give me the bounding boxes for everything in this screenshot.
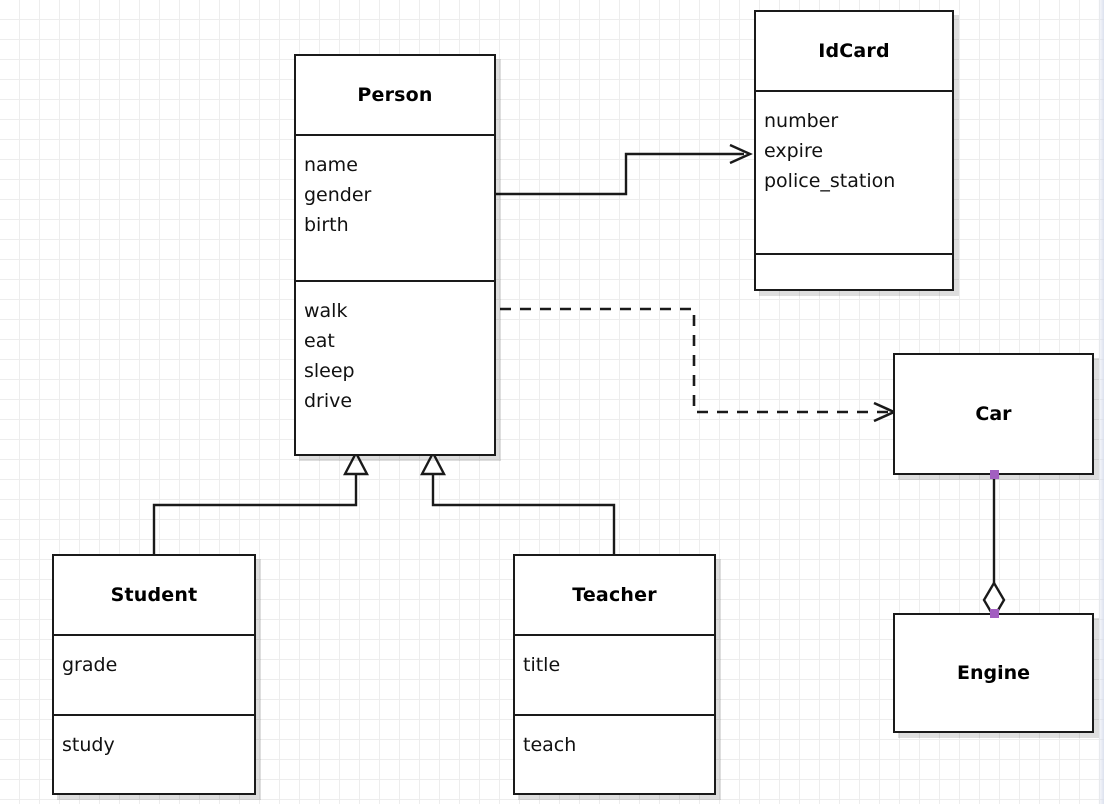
attributes-student: grade (54, 634, 254, 714)
operation-item: drive (304, 390, 353, 412)
connector-person-car[interactable] (500, 307, 898, 423)
class-name-car: Car (975, 403, 1012, 425)
attribute-item: expire (764, 140, 824, 162)
connector-car-engine[interactable] (982, 477, 1006, 620)
class-box-engine[interactable]: Engine (893, 613, 1094, 733)
operations-idcard (756, 253, 952, 289)
connector-handle-engine-end[interactable] (990, 609, 999, 618)
connector-student-person[interactable] (152, 450, 369, 556)
class-name-idcard: IdCard (818, 40, 890, 62)
open-arrowhead-icon (729, 143, 753, 165)
attribute-item: grade (62, 654, 118, 676)
hollow-triangle-icon (343, 450, 369, 476)
class-box-teacher[interactable]: Teacher title teach (513, 554, 716, 795)
operation-item: teach (523, 734, 577, 756)
operation-item: eat (304, 330, 335, 352)
operations-person: walk eat sleep drive (296, 280, 494, 454)
connector-teacher-person[interactable] (420, 450, 616, 556)
operation-item: sleep (304, 360, 355, 382)
class-box-student[interactable]: Student grade study (52, 554, 256, 795)
hollow-triangle-icon (420, 450, 446, 476)
attribute-item: title (523, 654, 561, 676)
class-box-person[interactable]: Person name gender birth walk eat sleep … (294, 54, 496, 456)
connector-handle-car-end[interactable] (990, 470, 999, 479)
attributes-teacher: title (515, 634, 714, 714)
class-box-idcard[interactable]: IdCard number expire police_station (754, 10, 954, 291)
operations-student: study (54, 714, 254, 793)
attributes-idcard: number expire police_station (756, 90, 952, 253)
operations-teacher: teach (515, 714, 714, 793)
operation-item: walk (304, 300, 348, 322)
open-arrowhead-icon (873, 401, 898, 423)
attribute-item: gender (304, 184, 372, 206)
operation-item: study (62, 734, 115, 756)
class-name-student: Student (110, 584, 198, 606)
class-name-teacher: Teacher (572, 584, 657, 606)
connector-person-idcard[interactable] (496, 143, 753, 196)
attributes-person: name gender birth (296, 134, 494, 280)
attribute-item: number (764, 110, 839, 132)
attribute-item: police_station (764, 170, 896, 192)
class-name-engine: Engine (956, 662, 1031, 684)
class-name-person: Person (357, 84, 433, 106)
canvas-edge-shading (1098, 0, 1104, 804)
attribute-item: name (304, 154, 358, 176)
class-box-car[interactable]: Car (893, 353, 1094, 475)
attribute-item: birth (304, 214, 349, 236)
